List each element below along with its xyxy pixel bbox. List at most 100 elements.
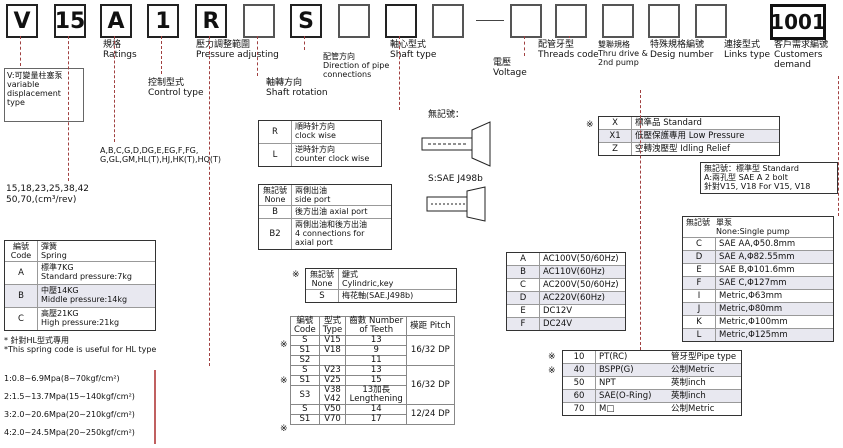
spline-cell: V15 <box>318 335 347 346</box>
spring-row-c: C 高壓21KG High pressure:21kg <box>5 308 155 330</box>
star-mark: ※ <box>280 340 288 350</box>
spring-code: B <box>5 285 38 307</box>
second-pump-desc: Metric,Φ100mm <box>719 317 788 327</box>
voltage-code: E <box>507 305 540 317</box>
second-pump-code: D <box>683 251 716 263</box>
connector-line <box>838 76 840 216</box>
connector-line <box>209 36 211 366</box>
rotation-table: R 順時針方向 clock wise L 逆時針方向 counter clock… <box>258 120 382 167</box>
spring-row-a: A 標準7KG Standard pressure:7kg <box>5 262 155 285</box>
second-pump-code: F <box>683 277 716 289</box>
label-second-pump: 雙聯規格 Thru drive & 2nd pump <box>598 40 648 67</box>
shaft-header: 無記號 None 鍵式 Cylindric,key <box>306 269 456 290</box>
port-code: 無記號 None <box>259 185 292 205</box>
voltage-code: D <box>507 292 540 304</box>
variable-type-text: V:可變量柱塞泵 variable displacement type <box>7 71 63 107</box>
code-box-s <box>385 4 417 38</box>
spline-cell: S1 <box>290 345 320 356</box>
pressure-2: 2:1.5~13.7Mpa(15~140kgf/cm²) <box>4 392 135 401</box>
spline-shaft-drawing <box>426 186 486 222</box>
threads-type: PT(RC) <box>599 352 628 362</box>
threads-code: 50 <box>563 377 596 389</box>
code-box-spring: 1 <box>147 4 179 38</box>
second-pump-code: I <box>683 290 716 302</box>
threads-unit: 管牙型Pipe type <box>671 352 737 362</box>
second-pump-desc: SAE AA,Φ50.8mm <box>719 239 796 249</box>
star-mark: ※ <box>280 424 288 434</box>
voltage-code: F <box>507 318 540 330</box>
threads-unit: 公制Metric <box>671 365 715 375</box>
rotation-desc: 順時針方向 clock wise <box>295 122 336 140</box>
voltage-code: C <box>507 279 540 291</box>
spline-row: S3 V38 V42 13加長 Lengthening <box>290 385 455 405</box>
code-box-pressure: R <box>195 4 227 38</box>
spline-cell: S <box>290 404 320 415</box>
spline-header: 編號 Code 型式 Type 齒數 Number of Teeth 模距 Pi… <box>290 316 455 336</box>
code-box-rating: 15 <box>54 4 86 38</box>
code-box-threads <box>555 4 587 38</box>
design-code: X1 <box>599 130 632 142</box>
spline-cell: 16/32 DP <box>406 335 455 366</box>
threads-type: M□ <box>599 404 615 414</box>
spline-cell: 13加長 Lengthening <box>345 385 408 405</box>
connector-line <box>257 36 259 76</box>
threads-unit: 英制inch <box>671 378 706 388</box>
label-pressure-adjusting: 壓力調整範圍 Pressure adjusting <box>196 40 279 60</box>
star-mark: ※ <box>280 376 288 386</box>
second-pump-code: 無記號 <box>686 218 710 227</box>
connector-line <box>114 36 116 142</box>
spline-header-cell: 編號 Code <box>290 316 320 336</box>
spring-header-spring: 彈簧 Spring <box>41 242 67 260</box>
spline-cell: S3 <box>290 385 320 405</box>
second-pump-code: L <box>683 329 716 341</box>
code-box-links <box>695 4 727 38</box>
spline-row: S V50 14 12/24 DP <box>290 404 455 425</box>
spline-cell: V25 <box>318 375 347 386</box>
connector-line <box>304 36 306 50</box>
spline-header-cell: 齒數 Number of Teeth <box>345 316 408 336</box>
spline-cell: S2 <box>290 355 320 366</box>
links-box: 無記號：標準型 Standard A:兩孔型 SAE A 2 bolt 針對V1… <box>700 162 838 194</box>
second-pump-desc: SAE B,Φ101.6mm <box>719 265 795 275</box>
port-desc: 兩側出油和後方出油 4 connections for axial port <box>295 220 367 247</box>
spline-cell: S <box>290 335 320 346</box>
pressure-1: 1:0.8~6.9Mpa(8~70kgf/cm²) <box>4 374 120 383</box>
voltage-value: AC100V(50/60Hz) <box>543 254 619 264</box>
label-voltage: 電壓 Voltage <box>493 58 527 78</box>
spring-desc: 標準7KG Standard pressure:7kg <box>41 263 132 281</box>
design-desc: 低壓保護專用 Low Pressure <box>635 131 745 141</box>
threads-unit: 公制Metric <box>671 404 715 414</box>
pressure-3: 3:2.0~20.6Mpa(20~210kgf/cm²) <box>4 410 135 419</box>
code-box-model: V <box>6 4 38 38</box>
port-row: B2 兩側出油和後方出油 4 connections for axial por… <box>259 219 391 249</box>
label-customer-demand: 客戶需求編號 Customers demand <box>774 40 829 70</box>
design-desc: 空轉洩壓型 Idling Relief <box>635 144 731 154</box>
links-text: 無記號：標準型 Standard A:兩孔型 SAE A 2 bolt 針對V1… <box>704 164 811 191</box>
second-pump-desc: Metric,Φ80mm <box>719 304 783 314</box>
code-box-voltage <box>510 4 542 38</box>
code-box-customer: 1001 <box>770 4 826 40</box>
rotation-code: R <box>259 121 292 143</box>
second-pump-code: J <box>683 303 716 315</box>
variable-type-box: V:可變量柱塞泵 variable displacement type <box>4 68 84 122</box>
design-code: X <box>599 117 632 129</box>
design-desc: 標準品 Standard <box>635 118 702 128</box>
threads-type: SAE(O-Ring) <box>599 391 652 401</box>
rotation-row: L 逆時針方向 counter clock wise <box>259 144 381 166</box>
voltage-code: B <box>507 266 540 278</box>
label-shaft-type: 軸心型式 Shaft type <box>390 40 437 60</box>
star-mark: ※ <box>548 352 556 362</box>
spline-cell: 11 <box>345 355 408 366</box>
